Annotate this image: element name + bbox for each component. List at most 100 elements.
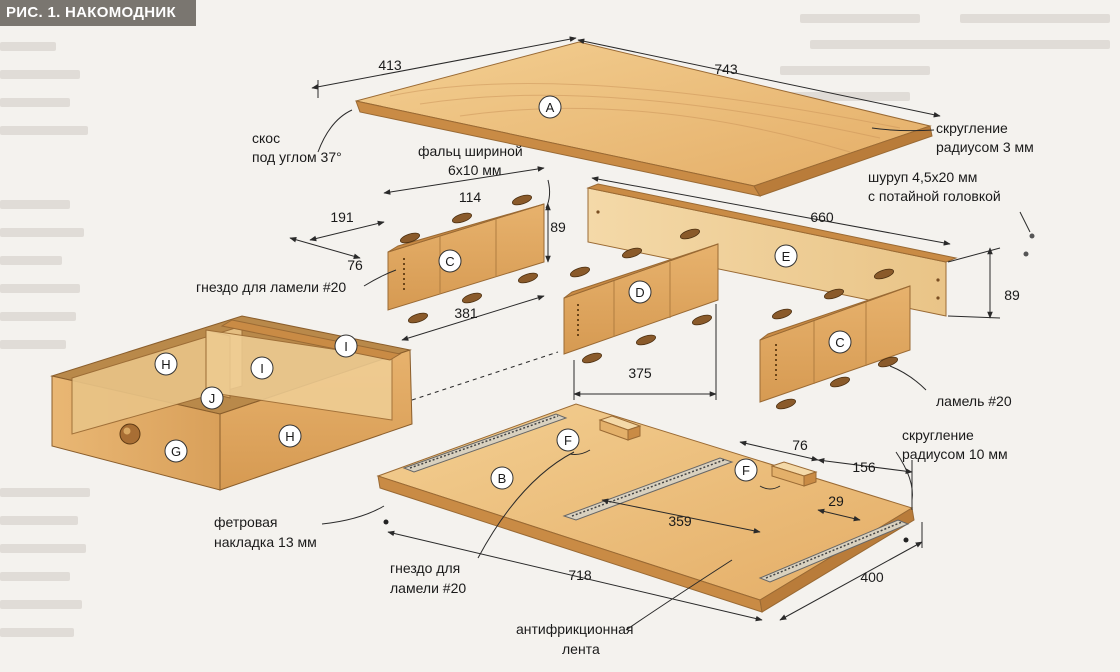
dimension-values: 413 743 114 191 76 89 381 375 660 89 76 …: [330, 57, 1020, 585]
ghost-line: [0, 200, 70, 209]
dim-76-right: 76: [792, 437, 808, 453]
ghost-line: [0, 544, 86, 553]
note-round3-line1: скругление: [936, 120, 1008, 136]
svg-text:I: I: [344, 339, 348, 354]
dim-400: 400: [860, 569, 884, 585]
panel-a-top: [355, 41, 933, 197]
biscuit-slots: [400, 194, 898, 410]
dim-29: 29: [828, 493, 844, 509]
dim-89-left: 89: [550, 219, 566, 235]
svg-text:E: E: [782, 249, 791, 264]
dim-89-right: 89: [1004, 287, 1020, 303]
ghost-line: [0, 628, 74, 637]
note-round10-line1: скругление: [902, 427, 974, 443]
ghost-line: [0, 228, 84, 237]
svg-text:A: A: [546, 100, 555, 115]
ghost-line: [0, 256, 62, 265]
felt-pad: [383, 519, 389, 525]
note-screw-line1: шуруп 4,5х20 мм: [868, 169, 977, 185]
note-bevel-line1: скос: [252, 130, 280, 146]
label-a: A: [538, 95, 562, 119]
ghost-line: [960, 14, 1110, 23]
drawer-knob: [119, 423, 141, 445]
svg-text:D: D: [635, 285, 644, 300]
note-felt-line1: фетровая: [214, 514, 277, 530]
ghost-line: [0, 572, 70, 581]
label-c-left: C: [438, 249, 462, 273]
part-labels: A B C D E C F F G H H I I J: [154, 95, 852, 490]
label-b: B: [490, 466, 514, 490]
ghost-line: [800, 14, 920, 23]
dim-381: 381: [454, 305, 478, 321]
felt-pad: [903, 537, 909, 543]
dim-156: 156: [852, 459, 876, 475]
label-c-right: C: [828, 330, 852, 354]
note-tape-line2: лента: [562, 641, 600, 657]
screw: [1029, 233, 1035, 239]
ghost-line: [0, 600, 82, 609]
svg-text:F: F: [564, 433, 572, 448]
note-rabbet-line2: 6х10 мм: [448, 162, 502, 178]
glide-strip: [402, 413, 568, 473]
dim-191: 191: [330, 209, 354, 225]
dim-76-left: 76: [347, 257, 363, 273]
ghost-line: [0, 98, 70, 107]
note-slot-top: гнездо для ламели #20: [196, 279, 346, 295]
svg-text:C: C: [445, 254, 454, 269]
dim-413: 413: [378, 57, 402, 73]
svg-text:G: G: [171, 444, 181, 459]
dim-718: 718: [568, 567, 592, 583]
label-h-right: H: [278, 424, 302, 448]
figure-title: РИС. 1. НАКОМОДНИК: [0, 0, 196, 26]
note-round3-line2: радиусом 3 мм: [936, 139, 1034, 155]
drawer-guide-line: [411, 351, 559, 401]
block-f-2: [770, 461, 818, 487]
svg-text:F: F: [742, 463, 750, 478]
block-f-1: [598, 415, 642, 441]
svg-text:I: I: [260, 361, 264, 376]
ghost-line: [0, 126, 88, 135]
ghost-line: [0, 284, 80, 293]
dim-359: 359: [668, 513, 692, 529]
label-g: G: [164, 439, 188, 463]
dim-114: 114: [459, 189, 482, 205]
dimension-lines: [289, 36, 1031, 631]
note-rabbet-line1: фальц шириной: [418, 143, 523, 159]
label-h-left: H: [154, 352, 178, 376]
note-bevel-line2: под углом 37°: [252, 149, 342, 165]
ghost-line: [810, 40, 1110, 49]
ghost-line: [0, 70, 80, 79]
svg-text:B: B: [498, 471, 507, 486]
svg-text:H: H: [285, 429, 294, 444]
panel-c-left: [387, 203, 545, 311]
ghost-line: [0, 42, 56, 51]
label-d: D: [628, 280, 652, 304]
note-felt-line2: накладка 13 мм: [214, 534, 317, 550]
ghost-line: [0, 340, 66, 349]
note-slot-bottom-line2: ламели #20: [390, 580, 466, 596]
note-tape-line1: антифрикционная: [516, 621, 633, 637]
label-e: E: [774, 244, 798, 268]
label-f-2: F: [734, 458, 758, 482]
dim-743: 743: [714, 61, 738, 77]
note-lamel: ламель #20: [936, 393, 1012, 409]
annotations: скос под углом 37° фальц шириной 6х10 мм…: [196, 120, 1034, 657]
label-j: J: [200, 386, 224, 410]
screw: [1023, 251, 1029, 257]
note-screw-line2: с потайной головкой: [868, 188, 1001, 204]
note-round10-line2: радиусом 10 мм: [902, 446, 1008, 462]
dim-660: 660: [810, 209, 834, 225]
svg-text:J: J: [209, 391, 216, 406]
ghost-line: [0, 516, 78, 525]
label-i-back: I: [334, 334, 358, 358]
svg-text:C: C: [835, 335, 844, 350]
label-i-inner: I: [250, 356, 274, 380]
dim-375: 375: [628, 365, 652, 381]
note-slot-bottom-line1: гнездо для: [390, 560, 460, 576]
ghost-line: [0, 312, 76, 321]
drawer-box: [50, 315, 413, 491]
svg-text:H: H: [161, 357, 170, 372]
ghost-line: [0, 488, 90, 497]
